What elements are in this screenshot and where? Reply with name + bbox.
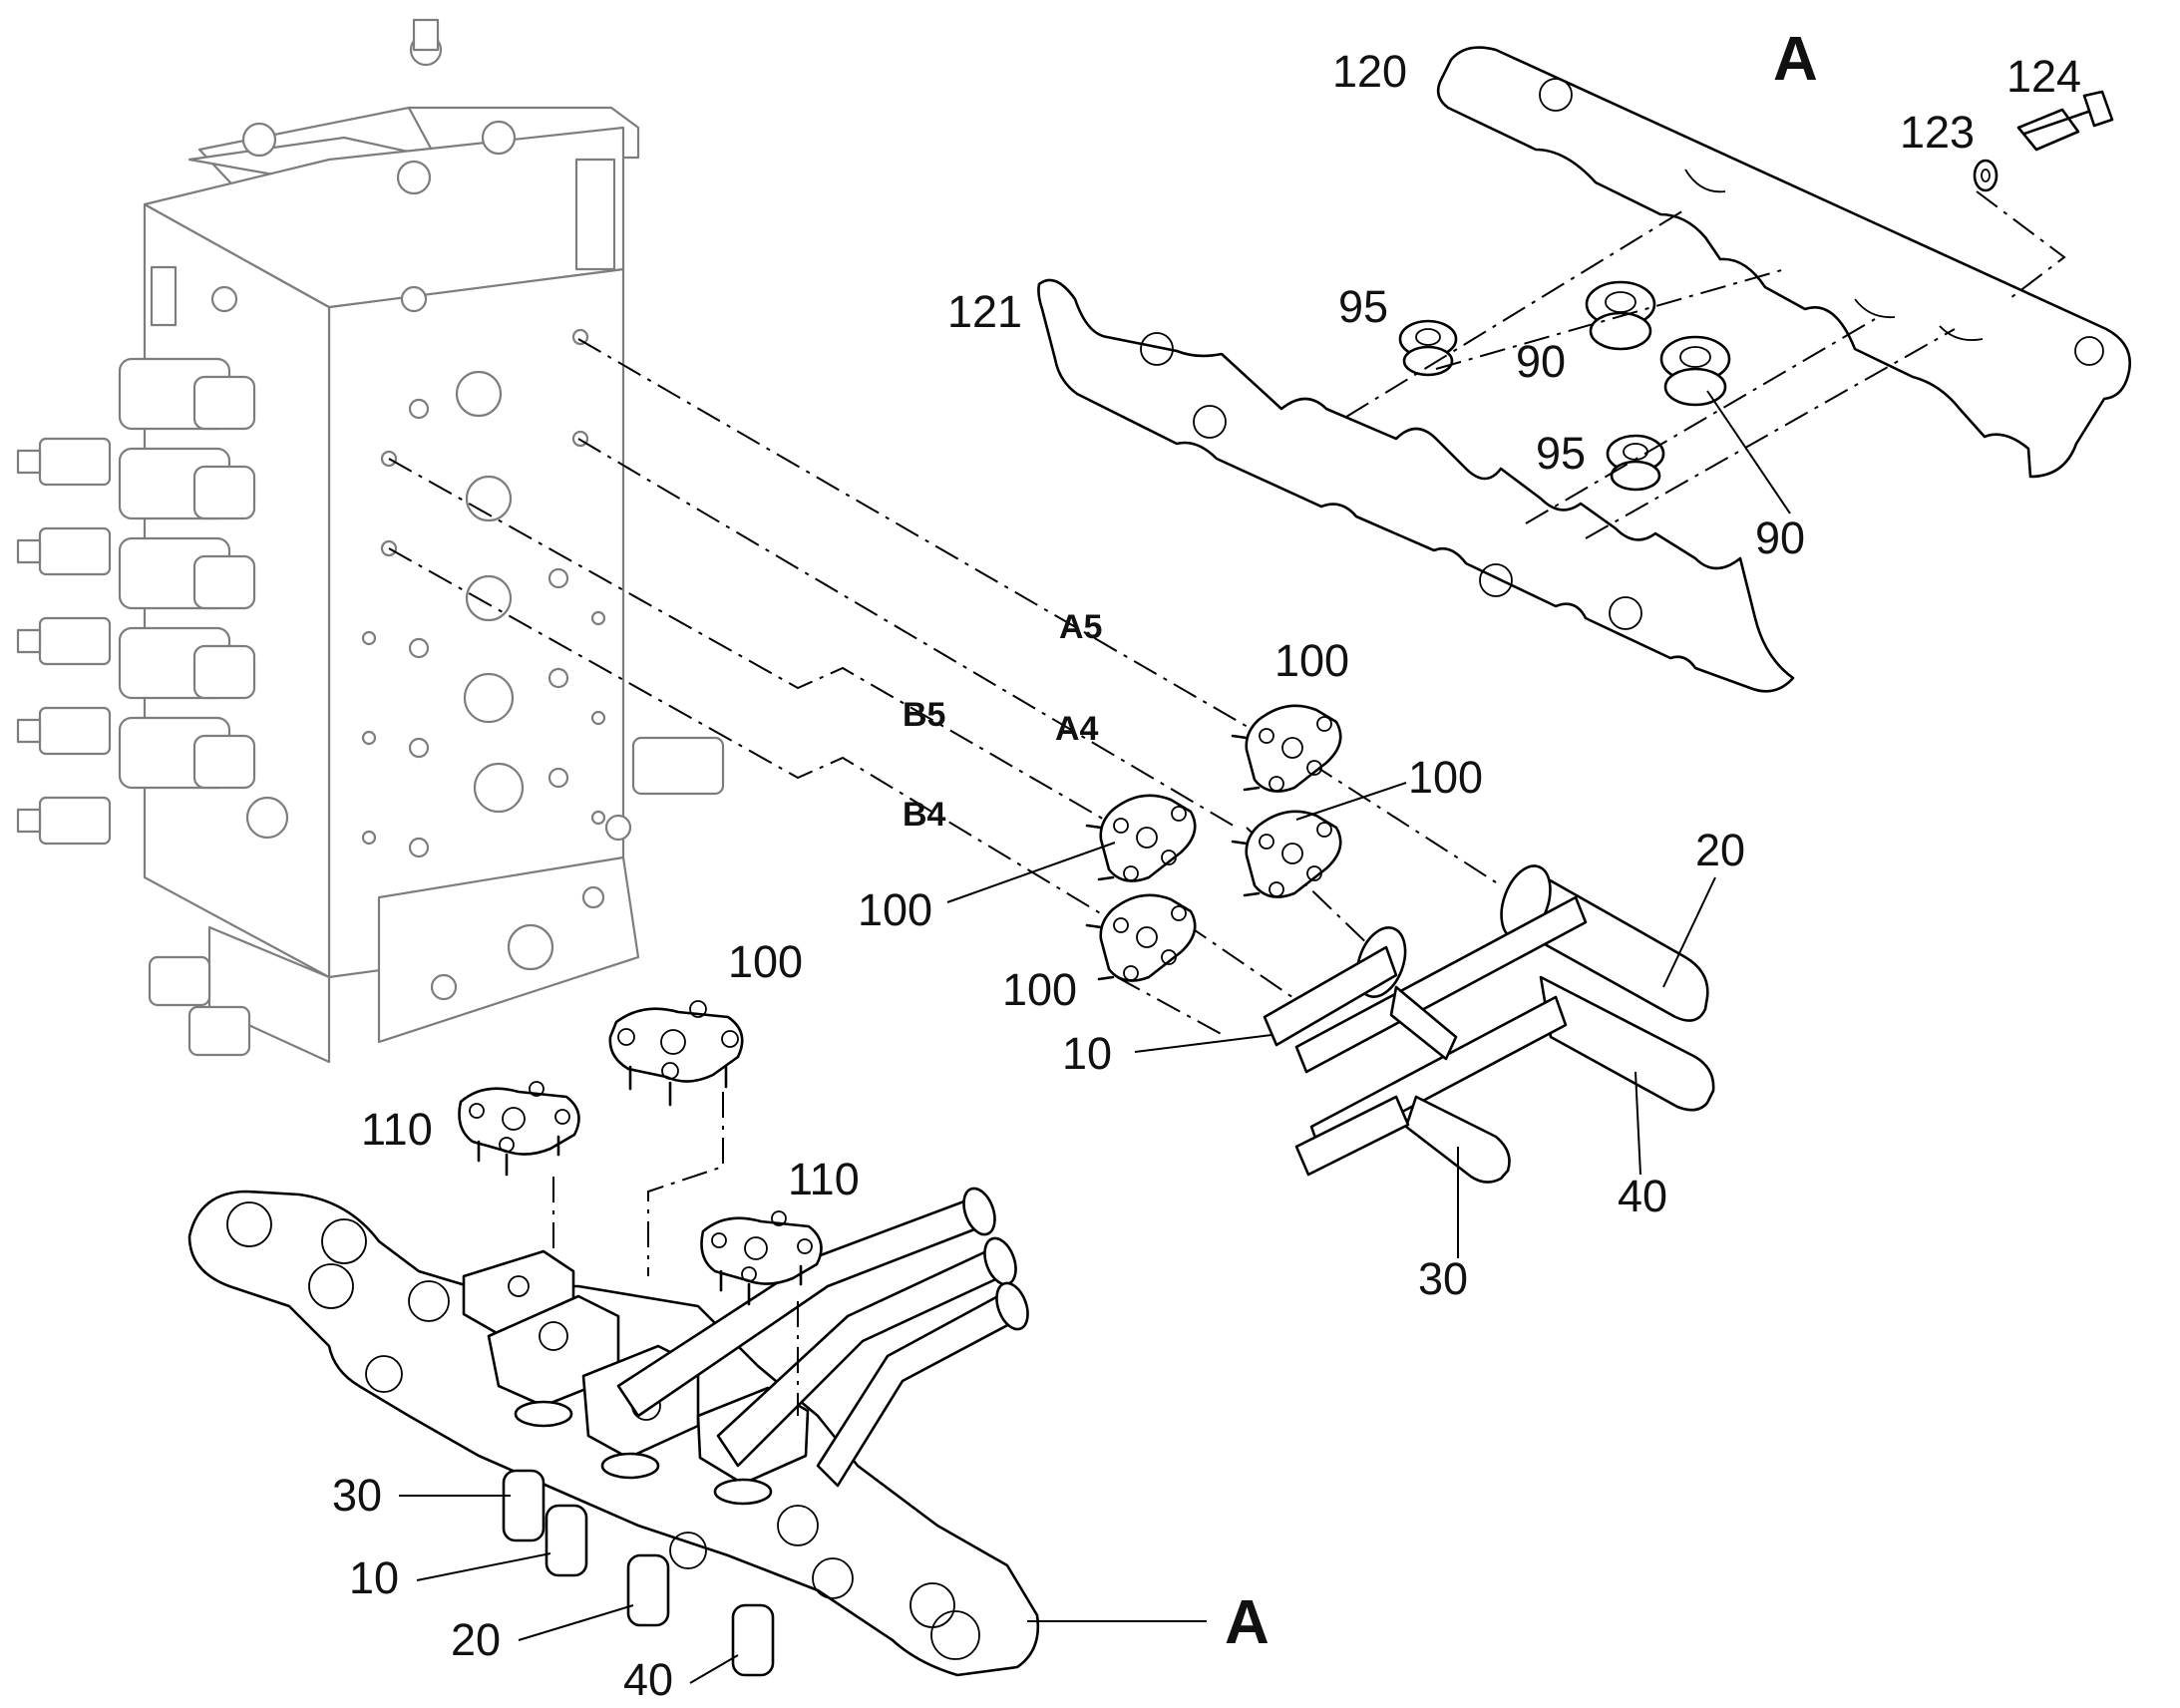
- callout-30-left: 30: [332, 1470, 382, 1521]
- callout-110-left: 110: [361, 1104, 433, 1155]
- callout-124: 124: [2006, 51, 2081, 102]
- callout-20-left: 20: [451, 1614, 501, 1665]
- callout-123: 123: [1900, 107, 1975, 158]
- port-label-b4: B4: [903, 796, 946, 834]
- flange-100-mid: [608, 1000, 744, 1107]
- pipe-10-right: [1263, 926, 1458, 1061]
- callout-10-right: 10: [1062, 1028, 1112, 1079]
- bolt-124: [2016, 90, 2114, 152]
- washer-123: [1973, 159, 1998, 192]
- callout-110-right: 110: [788, 1154, 860, 1204]
- pipe-20-right: [1294, 864, 1709, 1074]
- callout-40-right: 40: [1618, 1171, 1667, 1221]
- flange-110-left: [458, 1081, 580, 1177]
- callout-100-right: 100: [1408, 752, 1483, 803]
- callout-121: 121: [947, 286, 1022, 337]
- callout-100-left: 100: [858, 884, 932, 935]
- clamp-plate-121: [1037, 278, 1795, 693]
- view-a-bottom: A: [1225, 1588, 1270, 1657]
- port-label-b5: B5: [903, 696, 945, 734]
- flange-100-lower: [1085, 893, 1197, 982]
- callout-100-mid: 100: [728, 936, 803, 987]
- view-a-top: A: [1773, 25, 1818, 94]
- flange-100-right: [1231, 810, 1342, 898]
- callout-20-right: 20: [1695, 825, 1745, 875]
- callout-100-lower: 100: [1002, 964, 1077, 1015]
- port-label-a4: A4: [1055, 710, 1099, 748]
- callout-40-left: 40: [623, 1654, 673, 1705]
- callout-10-left: 10: [349, 1552, 399, 1603]
- callout-90-upper: 90: [1516, 336, 1566, 387]
- callout-90-lower: 90: [1755, 512, 1805, 563]
- callout-95-upper: 95: [1338, 281, 1388, 332]
- callout-95-lower: 95: [1536, 428, 1586, 479]
- pipes-lower: [502, 1187, 1029, 1677]
- control-valve-block: [16, 18, 725, 1064]
- callout-30-right: 30: [1418, 1253, 1468, 1304]
- grommet-95-lower: [1606, 434, 1665, 492]
- valve-face-ports: [361, 285, 606, 858]
- callout-100-top: 100: [1274, 635, 1349, 686]
- flange-110-right: [700, 1210, 823, 1306]
- port-label-a5: A5: [1059, 608, 1102, 646]
- flange-100-left: [1085, 794, 1197, 882]
- callout-120: 120: [1332, 46, 1407, 97]
- grommet-90-lower: [1659, 335, 1731, 407]
- pipe-30-right: [1294, 1095, 1511, 1184]
- grommet-90-upper: [1585, 280, 1656, 351]
- spool-actuators: [16, 285, 289, 846]
- mounting-plate-120: [1436, 46, 2132, 479]
- flange-100-top: [1231, 704, 1342, 793]
